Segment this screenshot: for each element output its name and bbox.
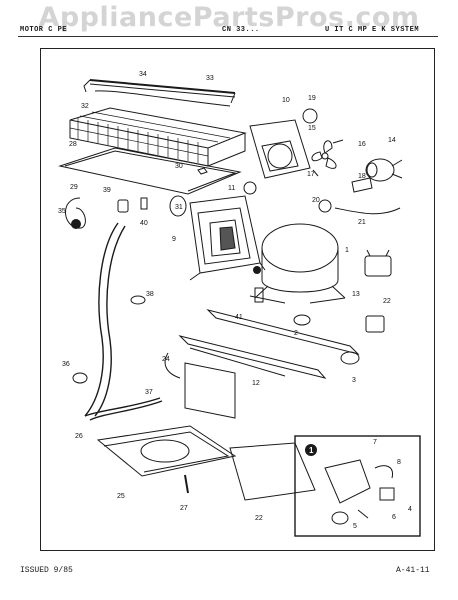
callout-34: 34	[139, 71, 147, 78]
callout-37: 37	[145, 389, 153, 396]
compressor-1	[249, 223, 346, 304]
clamp-38	[130, 295, 146, 305]
callout-16: 16	[358, 141, 366, 148]
capillary-coil-35	[65, 197, 86, 229]
callout-22-overload: 22	[383, 298, 391, 305]
ring-19	[302, 108, 318, 124]
coil-assembly-9	[189, 195, 266, 281]
part-20	[318, 199, 332, 213]
callout-5: 5	[353, 523, 357, 530]
watermark: AppliancePartsPros.com	[38, 2, 420, 33]
callout-40: 40	[140, 220, 148, 227]
callout-4: 4	[408, 506, 412, 513]
callout-9: 9	[172, 236, 176, 243]
callout-21: 21	[358, 219, 366, 226]
header-center: CN 33...	[222, 26, 260, 34]
part-31	[169, 195, 187, 217]
callout-17: 17	[307, 171, 315, 178]
callout-24: 24	[162, 356, 170, 363]
cover-panel-22	[229, 442, 316, 501]
page-code: A-41-11	[396, 566, 430, 575]
grommet-39	[117, 199, 129, 213]
base-rails	[178, 309, 360, 379]
bracket-12	[184, 362, 236, 419]
callout-28: 28	[69, 141, 77, 148]
callout-20: 20	[312, 197, 320, 204]
callout-22-panel: 22	[255, 515, 263, 522]
callout-31: 31	[175, 204, 183, 211]
wiring-21	[334, 207, 401, 215]
callout-3: 3	[352, 377, 356, 384]
callout-35: 35	[58, 208, 66, 215]
overload-22	[365, 315, 385, 333]
condenser-coil	[69, 107, 247, 167]
part-40	[140, 197, 148, 210]
callout-27: 27	[180, 505, 188, 512]
callout-15: 15	[308, 125, 316, 132]
callout-18: 18	[358, 173, 366, 180]
drain-pan-25	[96, 425, 237, 477]
clip-30	[197, 167, 208, 175]
callout-14: 14	[388, 137, 396, 144]
callout-13: 13	[352, 291, 360, 298]
callout-10: 10	[282, 97, 290, 104]
drain-tube	[84, 222, 163, 421]
callout-8: 8	[397, 459, 401, 466]
grommet-2	[293, 314, 311, 326]
part-36	[72, 372, 88, 384]
header-left: MOTOR C PE	[20, 26, 68, 34]
rod-27	[184, 474, 189, 494]
part-41	[254, 287, 264, 303]
inset-detail: 1	[294, 435, 421, 537]
callout-25: 25	[117, 493, 125, 500]
callout-39: 39	[103, 187, 111, 194]
header-right: U IT C MP E K SYSTEM	[325, 26, 420, 34]
part-17	[312, 169, 319, 177]
callout-19: 19	[308, 95, 316, 102]
callout-7: 7	[373, 439, 377, 446]
issued-date: ISSUED 9/85	[20, 566, 73, 575]
callout-41: 41	[235, 314, 243, 321]
callout-38: 38	[146, 291, 154, 298]
callout-30: 30	[175, 163, 183, 170]
fan-shroud-10	[249, 119, 311, 179]
callout-33: 33	[206, 75, 214, 82]
callout-32: 32	[81, 103, 89, 110]
bracket-18	[351, 177, 373, 193]
part-callouts: 34 33 32 28 29 30 39 35 40 31 9 10 19 15…	[58, 71, 412, 530]
callout-36: 36	[62, 361, 70, 368]
diagram-frame	[40, 48, 435, 551]
callout-11: 11	[228, 185, 235, 192]
fan-motor-14	[365, 158, 403, 182]
callout-29: 29	[70, 184, 78, 191]
inset-marker: 1	[309, 446, 314, 455]
header-rule	[18, 36, 438, 37]
callout-1: 1	[345, 247, 349, 254]
part-16	[332, 139, 344, 144]
fan-blade-15	[311, 140, 337, 169]
callout-12: 12	[252, 380, 260, 387]
grommet-11	[243, 181, 257, 195]
relay-13	[364, 249, 392, 277]
exploded-parts-diagram: 1 34 33 32 28 29 30 39 35 40 31 9 10 19 …	[58, 71, 421, 537]
drip-tray	[58, 147, 242, 195]
wire-24	[164, 352, 181, 379]
callout-2: 2	[294, 330, 298, 337]
callout-26: 26	[75, 433, 83, 440]
top-bracket	[83, 79, 236, 107]
callout-6: 6	[392, 514, 396, 521]
